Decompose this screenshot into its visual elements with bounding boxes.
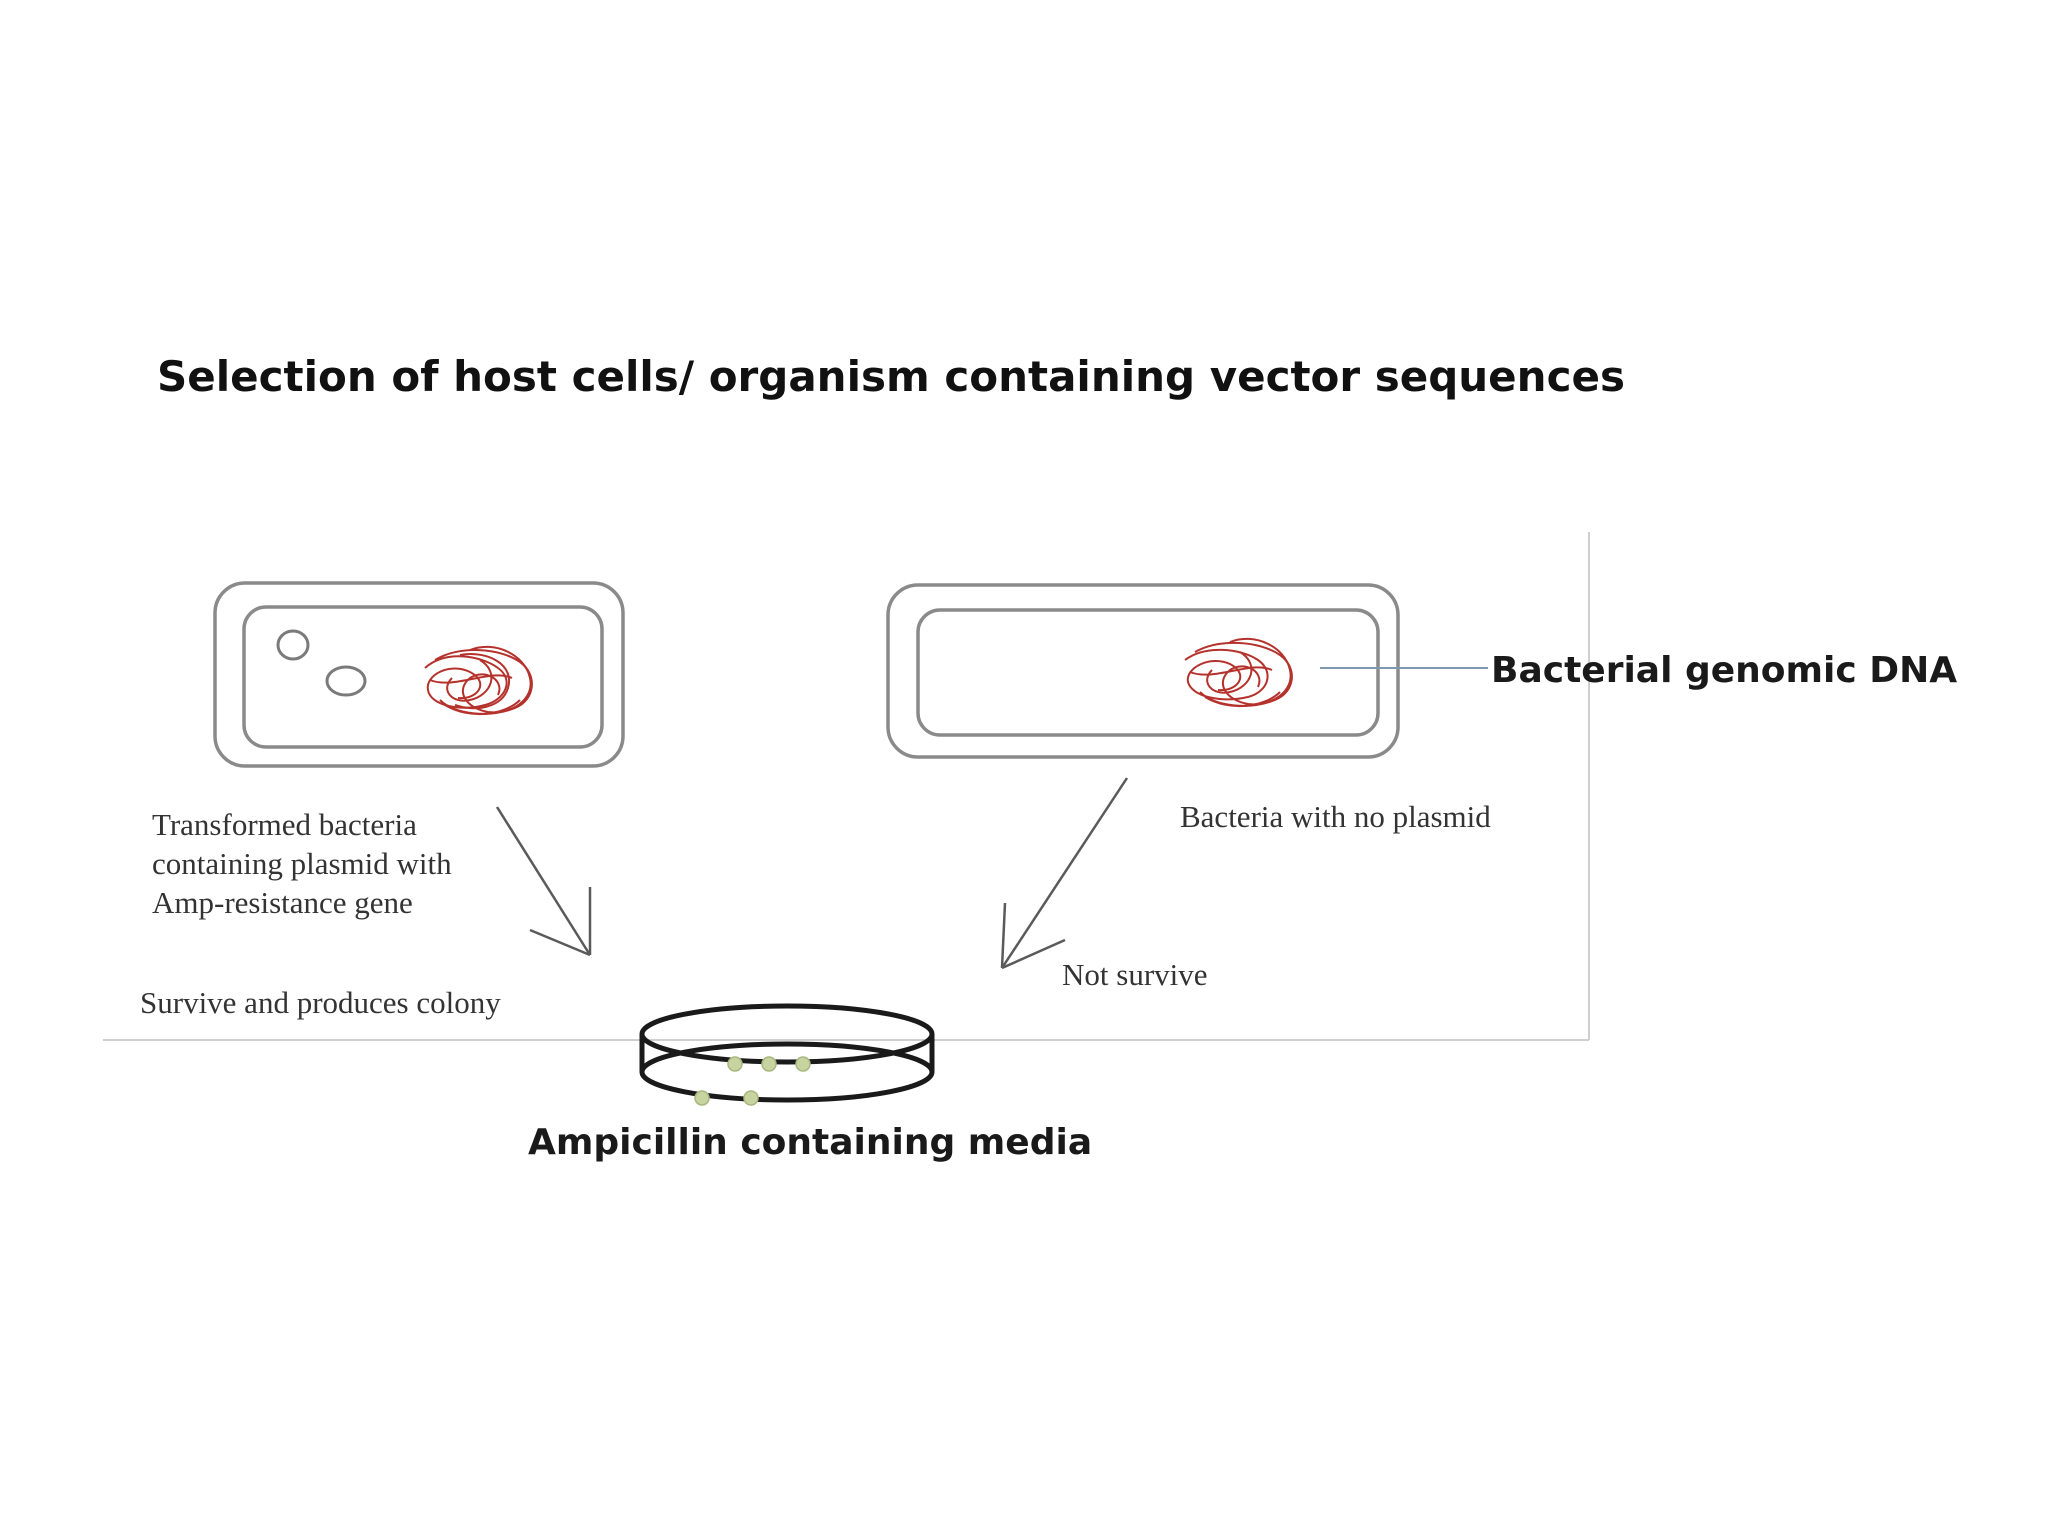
colony [795, 1056, 811, 1072]
transformed-bacterium-cell [213, 581, 625, 768]
cell-outer-wall [213, 581, 625, 768]
no-plasmid-label: Bacteria with no plasmid [1180, 799, 1491, 834]
bacterial-colonies [694, 1056, 811, 1106]
plasmid [325, 665, 367, 697]
no-plasmid-bacterium-cell [886, 583, 1400, 759]
genomic-dna-tangle [424, 645, 533, 716]
colony [743, 1090, 759, 1106]
slide-title: Selection of host cells/ organism contai… [157, 352, 1625, 401]
transformed-label-line: Transformed bacteria [152, 807, 417, 842]
transformed-label-line: containing plasmid with [152, 846, 452, 881]
survive-label: Survive and produces colony [140, 985, 501, 1020]
genomic-dna-tangle [1184, 637, 1293, 708]
media-label: Ampicillin containing media [528, 1122, 1093, 1163]
colony [694, 1090, 710, 1106]
plasmid [276, 629, 310, 661]
colony [761, 1056, 777, 1072]
not-survive-label: Not survive [1062, 957, 1208, 992]
survive-arrow [495, 806, 592, 957]
petri-dish [639, 1003, 935, 1103]
transformed-label-line: Amp-resistance gene [152, 885, 413, 920]
colony [727, 1056, 743, 1072]
not-survive-arrow [1000, 777, 1129, 970]
dish-base-rim [639, 1041, 935, 1103]
cell-inner-membrane [242, 605, 604, 749]
cell-outer-wall [886, 583, 1400, 759]
cell-inner-membrane [916, 608, 1380, 737]
genomic-dna-label: Bacterial genomic DNA [1491, 650, 1958, 691]
transformed-bacteria-label: Transformed bacteria containing plasmid … [152, 805, 452, 922]
